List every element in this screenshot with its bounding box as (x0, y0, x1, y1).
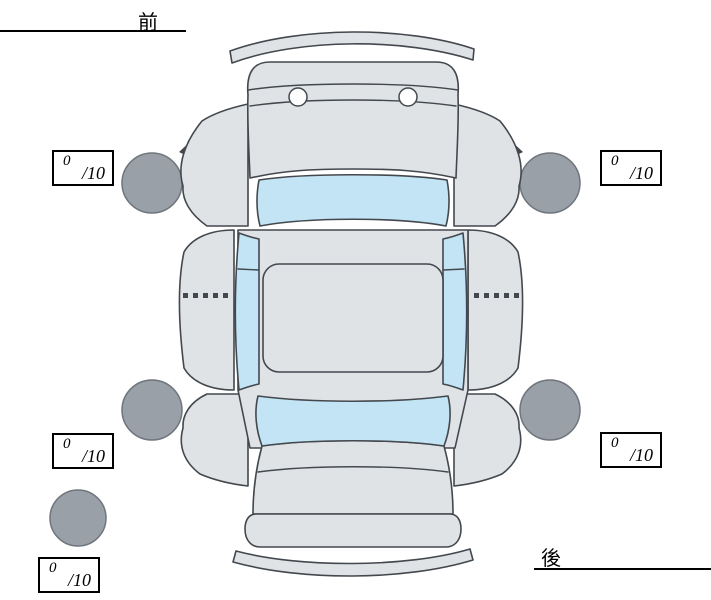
score-value: 0 (611, 435, 619, 451)
fold-dots-right (474, 293, 519, 298)
rear-underline (534, 568, 711, 570)
rear-label: 後 (541, 548, 561, 570)
rear-bumper (244, 513, 462, 548)
fold-dots-left (183, 293, 228, 298)
tire-rear-right (519, 379, 581, 441)
panel-door-right (467, 229, 524, 391)
pillar-right-line (442, 268, 465, 271)
panel-rear-left (180, 393, 249, 487)
hood-nozzle-right-icon (398, 87, 418, 107)
score-value: 0 (611, 153, 619, 169)
score-outof: /10 (629, 445, 653, 465)
tire-spare (49, 489, 107, 547)
tire-front-right (519, 152, 581, 214)
panel-rear-right (453, 393, 522, 487)
score-value: 0 (63, 153, 71, 169)
panel-front-left (180, 103, 249, 227)
score-value: 0 (49, 560, 57, 576)
hood (246, 61, 460, 179)
score-outof: /10 (81, 163, 105, 183)
tire-rear-left (121, 379, 183, 441)
window-left (234, 232, 260, 391)
trunk (252, 439, 454, 515)
score-outof: /10 (67, 570, 91, 590)
score-box-spare: 0 /10 (38, 557, 100, 593)
score-outof: /10 (629, 163, 653, 183)
trunk-seam-line (257, 466, 449, 473)
hood-seam-line (249, 99, 457, 107)
score-outof: /10 (81, 446, 105, 466)
window-right (442, 232, 468, 391)
rear-window (255, 395, 451, 447)
tire-front-left (121, 152, 183, 214)
panel-front-right (453, 103, 522, 227)
front-spoiler (229, 31, 475, 64)
front-underline (0, 30, 186, 32)
score-box-front-left: 0 /10 (52, 150, 114, 186)
front-label: 前 (138, 12, 158, 34)
score-box-rear-right: 0 /10 (600, 432, 662, 468)
panel-door-left (178, 229, 235, 391)
bumper-seam-line (247, 83, 459, 91)
hood-nozzle-left-icon (288, 87, 308, 107)
roof (262, 263, 444, 373)
score-value: 0 (63, 436, 71, 452)
pillar-left-line (237, 268, 260, 271)
score-box-front-right: 0 /10 (600, 150, 662, 186)
windshield (256, 173, 450, 227)
rear-spoiler (232, 548, 474, 577)
score-box-rear-left: 0 /10 (52, 433, 114, 469)
